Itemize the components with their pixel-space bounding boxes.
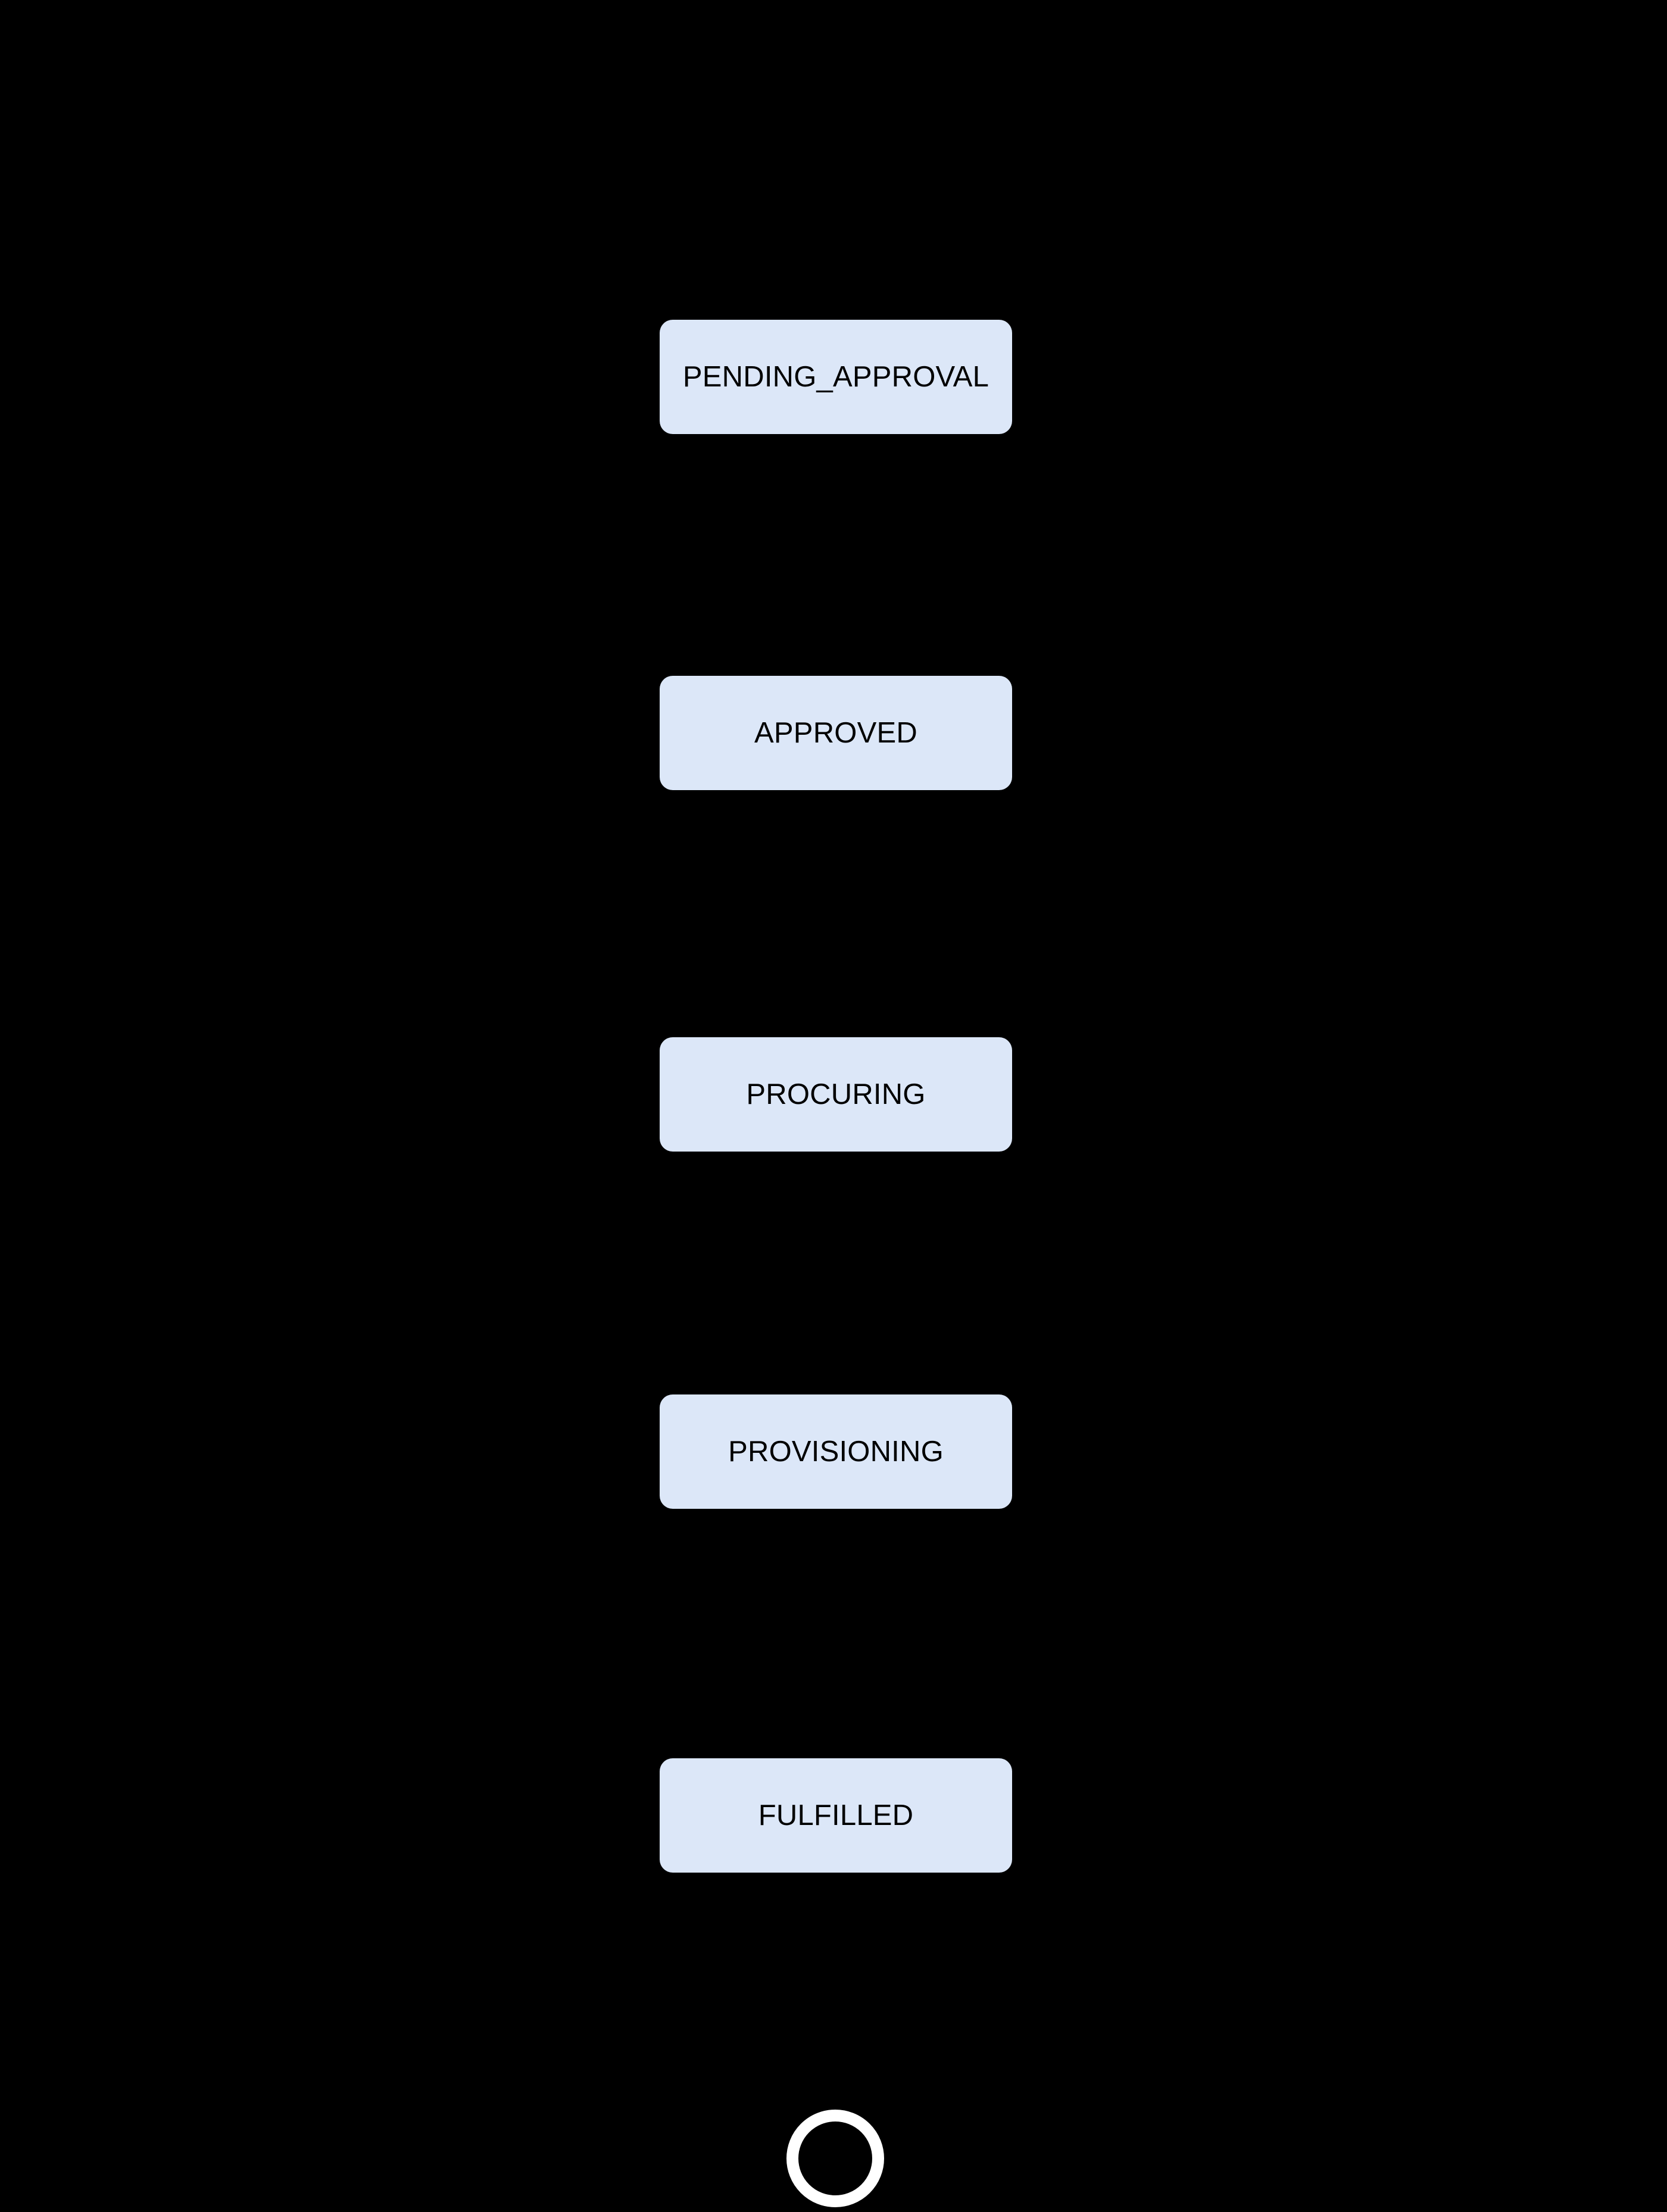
transition-procuring-to-provisioning [835,1152,836,1394]
state-node-label: PENDING_APPROVAL [682,360,989,393]
state-node-fulfilled[interactable]: FULFILLED [660,1758,1012,1873]
transition-pending-approval-to-approved [835,434,836,676]
state-node-label: PROVISIONING [728,1435,944,1468]
transition-fulfilled-to-end [835,1873,836,2110]
state-node-label: FULFILLED [758,1799,914,1832]
state-node-pending-approval[interactable]: PENDING_APPROVAL [660,320,1012,434]
state-node-approved[interactable]: APPROVED [660,676,1012,790]
transition-approved-to-procuring [835,790,836,1037]
state-node-label: APPROVED [754,716,917,749]
state-node-provisioning[interactable]: PROVISIONING [660,1394,1012,1509]
transition-provisioning-to-fulfilled [835,1509,836,1758]
end-state-ring-icon [786,2110,884,2207]
state-node-procuring[interactable]: PROCURING [660,1037,1012,1152]
state-node-label: PROCURING [746,1078,926,1110]
